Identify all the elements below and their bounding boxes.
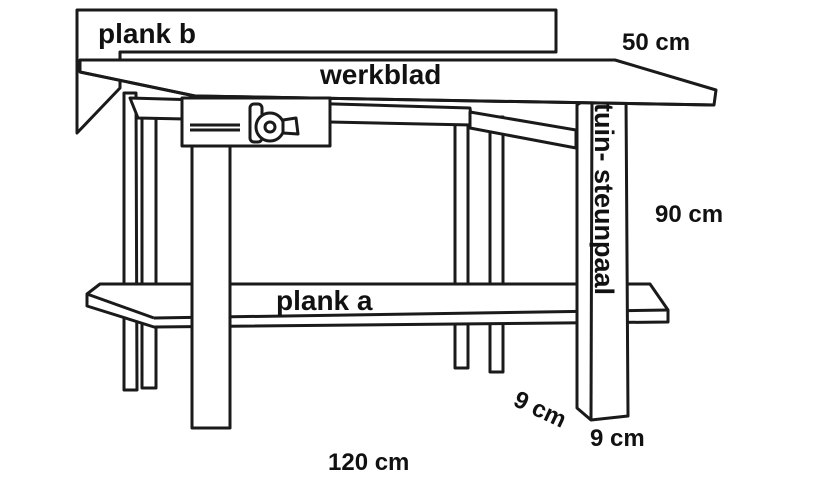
height-dimension: 90 cm <box>655 201 723 228</box>
back-left-leg-inner <box>140 100 158 390</box>
post-side-dimension-1: 9 cm <box>509 386 570 434</box>
side-rail <box>468 110 578 150</box>
depth-dimension: 50 cm <box>622 29 690 56</box>
werkblad-front-edge <box>79 70 196 98</box>
width-dimension: 120 cm <box>328 449 409 476</box>
tuin-steunpaal-label: tuin- steunpaal <box>589 103 619 295</box>
back-left-leg <box>122 91 139 392</box>
front-left-leg <box>190 113 232 430</box>
plank-b-label: plank b <box>98 18 196 49</box>
plank-a-front-edge <box>86 292 155 320</box>
post-side-dimension-2: 9 cm <box>590 425 645 452</box>
werkblad-label: werkblad <box>319 59 441 90</box>
plank-a-label: plank a <box>276 285 373 316</box>
post-corner-line <box>589 94 594 421</box>
vise <box>180 96 332 148</box>
back-right-leg-inner <box>488 115 505 374</box>
back-right-leg <box>453 108 470 370</box>
